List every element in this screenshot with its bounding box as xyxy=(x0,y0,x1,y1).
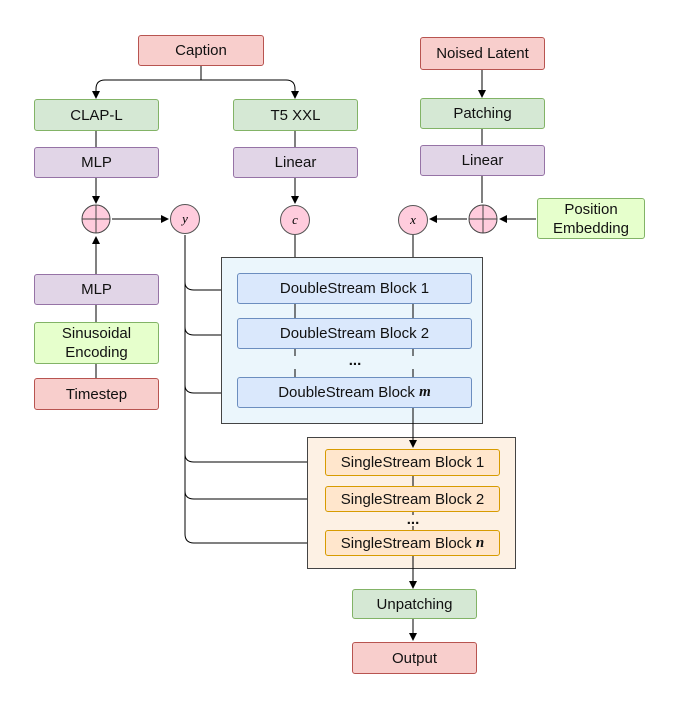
singlestream-block-n-var: n xyxy=(475,534,485,551)
caption-box: Caption xyxy=(138,35,264,66)
singlestream-ellipsis: ... xyxy=(406,511,420,528)
sinusoidal-encoding-box: Sinusoidal Encoding xyxy=(34,322,159,364)
x-label: x xyxy=(410,212,416,227)
t5-linear-box: Linear xyxy=(233,147,358,178)
y-node: y xyxy=(170,204,200,234)
singlestream-block-1-label: SingleStream Block 1 xyxy=(340,454,485,471)
sum-node-latent xyxy=(468,204,498,234)
doublestream-block-m-var: m xyxy=(419,384,431,400)
position-embedding-box: Position Embedding xyxy=(537,198,645,239)
patching-box: Patching xyxy=(420,98,545,129)
singlestream-block-1: SingleStream Block 1 xyxy=(325,449,500,476)
doublestream-block-1: DoubleStream Block 1 xyxy=(237,273,472,304)
doublestream-block-m-label: DoubleStream Block xyxy=(278,384,415,401)
output-box: Output xyxy=(352,642,477,674)
mlp-top-label: MLP xyxy=(81,154,112,171)
singlestream-block-2-label: SingleStream Block 2 xyxy=(340,490,485,508)
timestep-label: Timestep xyxy=(65,385,128,403)
sum-node-text xyxy=(81,204,111,234)
mlp-top-box: MLP xyxy=(34,147,159,178)
output-label: Output xyxy=(391,649,438,667)
unpatching-label: Unpatching xyxy=(376,595,453,613)
t5-box: T5 XXL xyxy=(233,99,358,131)
doublestream-block-1-label: DoubleStream Block 1 xyxy=(279,280,430,297)
singlestream-block-2: SingleStream Block 2 xyxy=(325,486,500,512)
doublestream-block-2-label: DoubleStream Block 2 xyxy=(279,325,430,342)
timestep-box: Timestep xyxy=(34,378,159,410)
latent-linear-label: Linear xyxy=(461,152,504,169)
noised-latent-label: Noised Latent xyxy=(436,45,529,62)
doublestream-block-m: DoubleStream Block m xyxy=(237,377,472,408)
clap-label: CLAP-L xyxy=(70,106,123,124)
mlp-bottom-box: MLP xyxy=(34,274,159,305)
clap-box: CLAP-L xyxy=(34,99,159,131)
y-label: y xyxy=(182,211,188,226)
mlp-bottom-label: MLP xyxy=(81,281,112,298)
doublestream-block-2: DoubleStream Block 2 xyxy=(237,318,472,349)
latent-linear-box: Linear xyxy=(420,145,545,176)
c-label: c xyxy=(292,212,298,227)
x-node: x xyxy=(398,205,428,235)
t5-label: T5 XXL xyxy=(270,106,321,124)
c-node: c xyxy=(280,205,310,235)
position-embedding-label: Position Embedding xyxy=(553,200,629,237)
patching-label: Patching xyxy=(453,105,512,122)
t5-linear-label: Linear xyxy=(274,154,317,171)
singlestream-block-n: SingleStream Block n xyxy=(325,530,500,556)
sinusoidal-encoding-label: Sinusoidal Encoding xyxy=(61,325,132,361)
unpatching-box: Unpatching xyxy=(352,589,477,619)
caption-label: Caption xyxy=(175,42,227,59)
singlestream-block-n-label: SingleStream Block xyxy=(340,534,472,552)
noised-latent-box: Noised Latent xyxy=(420,37,545,70)
doublestream-ellipsis: ... xyxy=(348,352,362,369)
